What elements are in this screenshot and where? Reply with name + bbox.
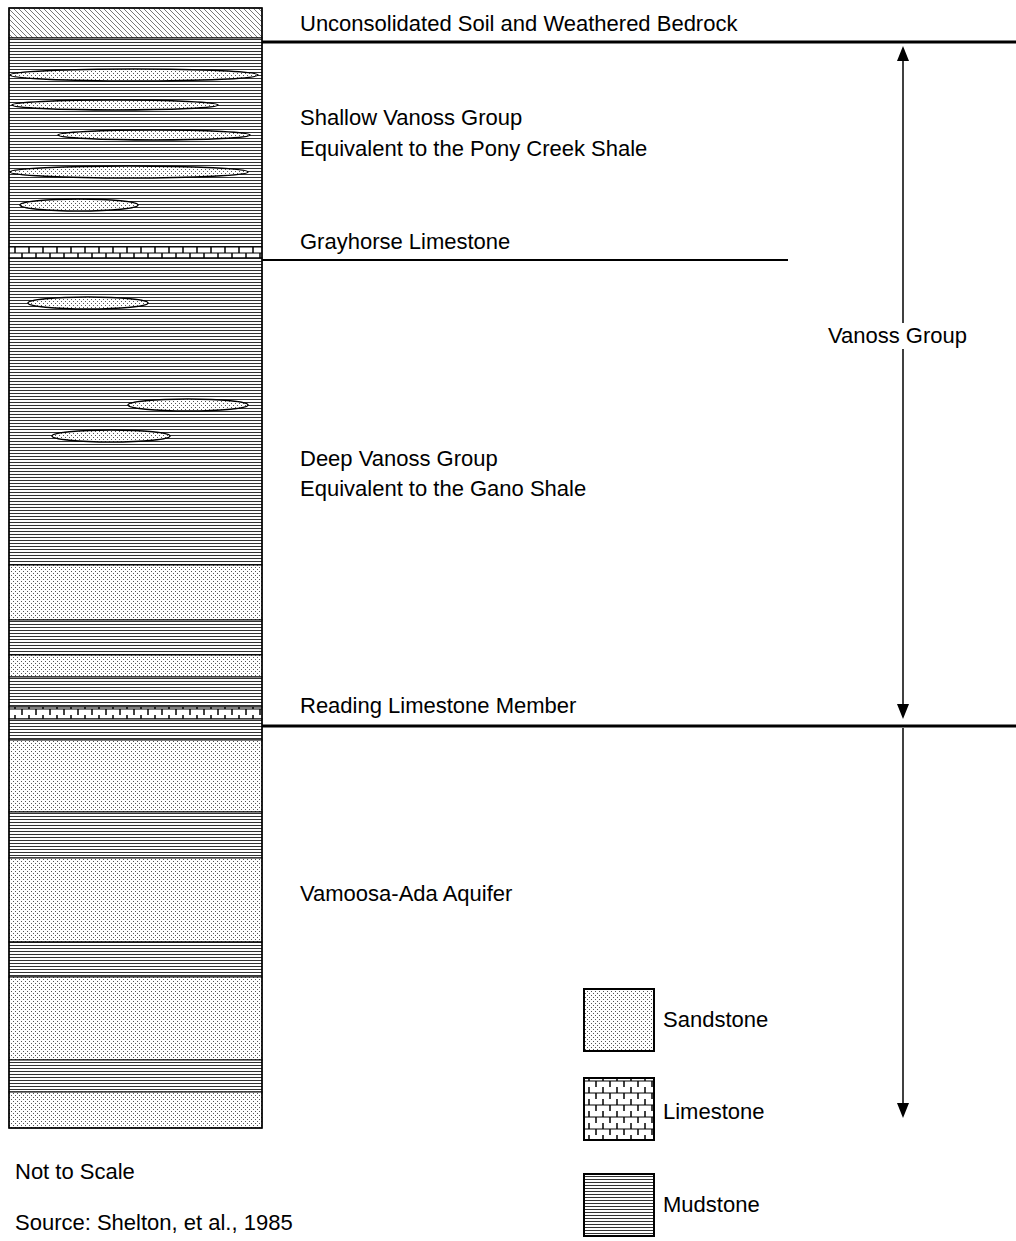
sandstone-lens — [10, 166, 248, 178]
unit-label: Equivalent to the Gano Shale — [300, 476, 586, 502]
sandstone-layer — [9, 740, 262, 812]
legend-label: Limestone — [663, 1099, 765, 1125]
sandstone-layer — [9, 977, 262, 1060]
sandstone-layer — [9, 565, 262, 620]
mudstone-layer — [9, 258, 262, 565]
sandstone-layer — [9, 858, 262, 942]
sandstone-lens — [128, 399, 248, 411]
mudstone-layer — [9, 942, 262, 977]
rock-layers — [9, 8, 262, 1128]
mudstone-layer — [9, 677, 262, 707]
note-text: Source: Shelton, et al., 1985 — [15, 1210, 293, 1236]
limestone-layer — [9, 707, 262, 719]
sandstone-layer — [9, 1092, 262, 1128]
mudstone-layer — [9, 1060, 262, 1092]
sandstone-layer — [9, 655, 262, 677]
unit-label: Deep Vanoss Group — [300, 446, 498, 472]
sandstone-lenses — [10, 69, 258, 442]
boundary-line — [262, 725, 1016, 728]
note-text: Not to Scale — [15, 1159, 135, 1185]
mudstone-layer — [9, 38, 262, 247]
column-outline — [9, 8, 262, 1128]
mudstone-layer — [9, 719, 262, 740]
arrow-head — [897, 1103, 909, 1118]
sandstone-lens — [12, 100, 218, 110]
extent-arrow — [902, 56, 904, 708]
legend-label: Mudstone — [663, 1192, 760, 1218]
unit-label: Equivalent to the Pony Creek Shale — [300, 136, 647, 162]
arrow-head — [897, 704, 909, 719]
boundary-line — [262, 41, 1016, 44]
arrow-head — [897, 46, 909, 61]
unit-label: Vanoss Group — [824, 323, 971, 349]
sandstone-lens — [58, 130, 250, 140]
sandstone-lens — [28, 297, 148, 309]
mudstone-swatch — [584, 1174, 654, 1236]
limestone-swatch — [584, 1078, 654, 1140]
mudstone-layer — [9, 620, 262, 655]
sandstone-lens — [52, 430, 170, 442]
legend-swatches — [584, 989, 654, 1236]
boundary-line — [262, 259, 788, 261]
sandstone-lens — [20, 199, 138, 211]
mudstone-layer — [9, 812, 262, 858]
sandstone-lens — [10, 69, 258, 81]
extent-arrow — [902, 728, 904, 1108]
unit-label: Shallow Vanoss Group — [300, 105, 522, 131]
unit-label: Vamoosa-Ada Aquifer — [300, 881, 512, 907]
sandstone-swatch — [584, 989, 654, 1051]
unit-label: Unconsolidated Soil and Weathered Bedroc… — [300, 11, 737, 37]
limestone-layer — [9, 247, 262, 258]
soil-layer — [9, 8, 262, 38]
unit-label: Reading Limestone Member — [300, 693, 576, 719]
unit-label: Grayhorse Limestone — [300, 229, 510, 255]
legend-label: Sandstone — [663, 1007, 768, 1033]
